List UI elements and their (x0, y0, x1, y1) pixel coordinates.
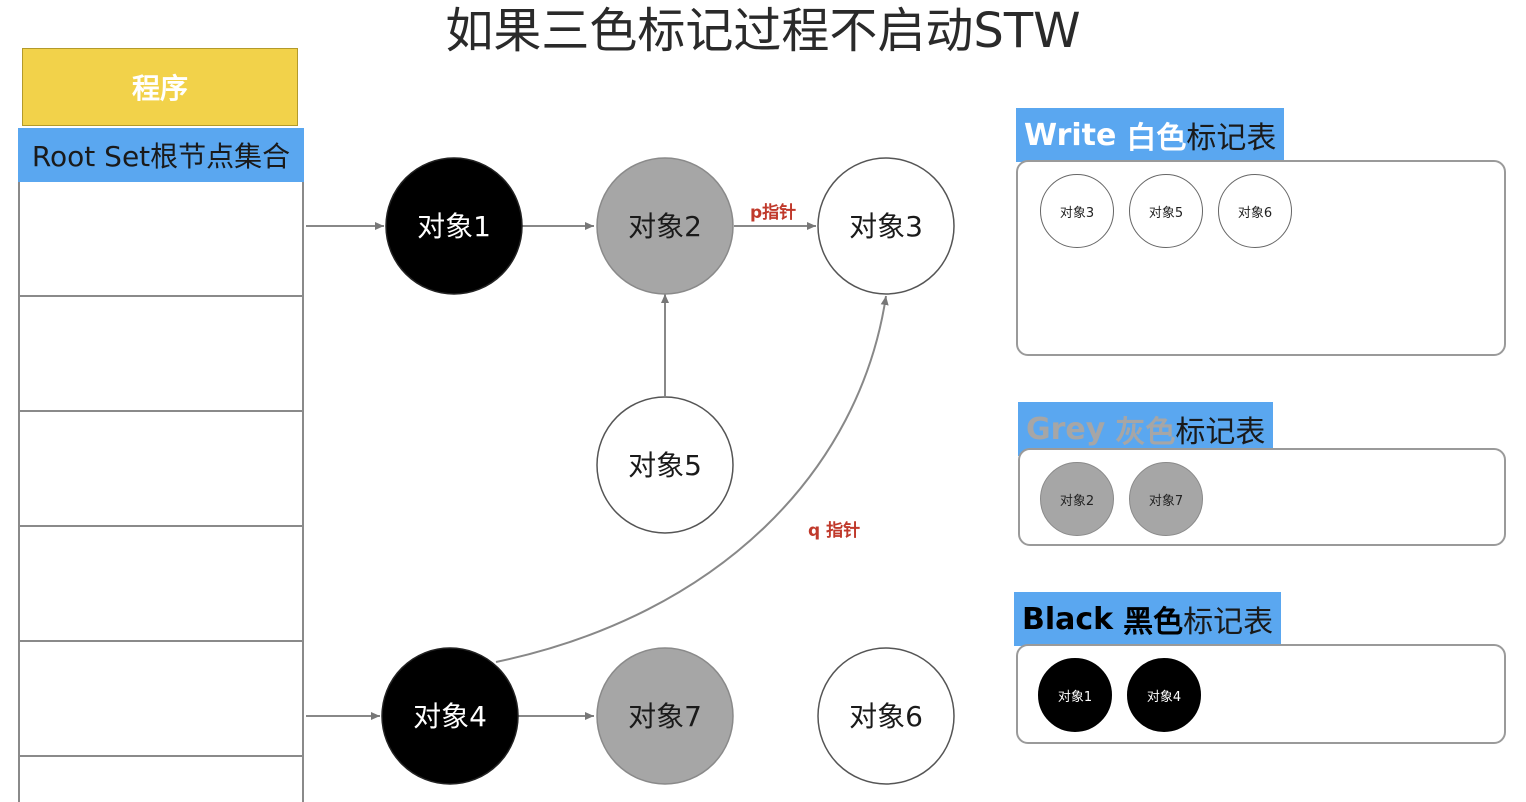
white-table-suffix: 标记表 (1186, 121, 1277, 156)
grey-table-box: 对象2 对象7 (1018, 448, 1506, 546)
white-table-label: Write 白色 标记表 (1016, 108, 1285, 162)
grey-item: 对象2 (1040, 462, 1114, 536)
white-table-box: 对象3 对象5 对象6 (1016, 160, 1506, 356)
white-item: 对象3 (1040, 174, 1114, 248)
edge-q-pointer (495, 295, 889, 663)
black-table-box: 对象1 对象4 (1016, 644, 1506, 744)
node-obj2-label: 对象2 (628, 210, 702, 243)
black-table-label: Black 黑色 标记表 (1014, 592, 1282, 646)
program-block: 程序 (22, 48, 298, 126)
p-pointer-label: p指针 (750, 202, 796, 223)
white-item: 对象5 (1129, 174, 1203, 248)
node-obj4-label: 对象4 (413, 700, 487, 733)
node-obj3: 对象3 (817, 157, 955, 295)
root-set-slot (20, 527, 302, 642)
root-set-header: Root Set根节点集合 (18, 128, 304, 182)
root-set-slot (20, 297, 302, 412)
node-obj5: 对象5 (596, 396, 734, 534)
node-obj6: 对象6 (817, 647, 955, 785)
black-table-en: Black (1022, 601, 1114, 637)
node-obj7: 对象7 (596, 647, 734, 785)
white-table-color: 白色 (1126, 121, 1187, 156)
q-pointer-label: q 指针 (808, 520, 860, 541)
grey-table-label: Grey 灰色 标记表 (1018, 402, 1274, 456)
node-obj2: 对象2 (596, 157, 734, 295)
black-table-color: 黑色 (1123, 605, 1184, 640)
black-item: 对象1 (1038, 658, 1112, 732)
node-obj5-label: 对象5 (628, 449, 702, 482)
white-table-en: Write (1024, 117, 1117, 153)
white-item: 对象6 (1218, 174, 1292, 248)
grey-table-suffix: 标记表 (1175, 415, 1266, 450)
root-set-stack (18, 182, 304, 802)
grey-table-en: Grey (1026, 411, 1106, 447)
root-set-slot (20, 182, 302, 297)
diagram-title: 如果三色标记过程不启动STW (445, 3, 1081, 59)
node-obj3-label: 对象3 (849, 210, 923, 243)
node-obj6-label: 对象6 (849, 700, 923, 733)
grey-item: 对象7 (1129, 462, 1203, 536)
node-obj4: 对象4 (381, 647, 519, 785)
black-table-suffix: 标记表 (1183, 605, 1274, 640)
node-obj1: 对象1 (385, 157, 523, 295)
black-item: 对象4 (1127, 658, 1201, 732)
grey-table-color: 灰色 (1115, 415, 1176, 450)
node-obj7-label: 对象7 (628, 700, 702, 733)
root-set-slot (20, 642, 302, 757)
root-set-slot (20, 412, 302, 527)
node-obj1-label: 对象1 (417, 210, 491, 243)
